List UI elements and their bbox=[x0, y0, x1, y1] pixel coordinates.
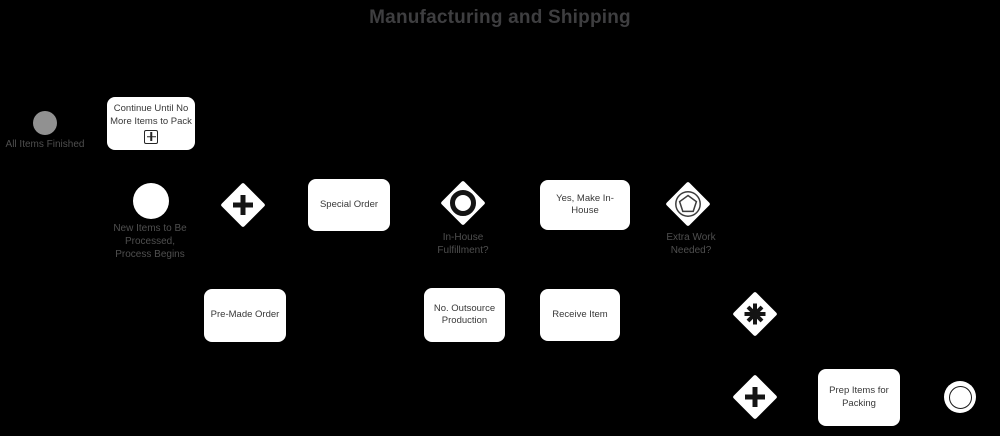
end-event-inner-ring-icon bbox=[948, 385, 972, 409]
no-outsource-production-task: No. Outsource Production bbox=[424, 288, 505, 342]
in-house-fulfillment-label: In-House Fulfillment? bbox=[437, 232, 489, 256]
special-order-task: Special Order bbox=[308, 179, 390, 231]
pre-made-order-task: Pre-Made Order bbox=[204, 289, 286, 342]
parallel-gateway-main bbox=[220, 182, 266, 228]
all-items-finished-event bbox=[33, 111, 57, 135]
pre-made-order-label: Pre-Made Order bbox=[210, 309, 280, 321]
prep-items-for-packing-label: Prep Items for Packing bbox=[829, 385, 889, 409]
special-order-label: Special Order bbox=[319, 198, 379, 210]
receive-item-label: Receive Item bbox=[552, 308, 608, 320]
parallel-gateway-packing bbox=[732, 374, 778, 420]
extra-work-needed-label: Extra Work Needed? bbox=[666, 232, 716, 256]
continue-until-no-more-subprocess: Continue Until No More Items to Pack bbox=[107, 97, 195, 150]
pentagon-in-circle-icon bbox=[675, 191, 701, 217]
new-items-start-event bbox=[133, 183, 169, 219]
all-items-finished-label: All Items Finished bbox=[5, 139, 85, 150]
yes-make-in-house-label: Yes, Make In-House bbox=[556, 192, 614, 216]
yes-make-in-house-task: Yes, Make In-House bbox=[540, 180, 630, 230]
plus-icon bbox=[745, 387, 765, 407]
new-items-start-label: New Items to Be Processed, Process Begin… bbox=[113, 223, 187, 260]
plus-icon bbox=[233, 195, 253, 215]
no-outsource-production-label: No. Outsource Production bbox=[433, 302, 496, 326]
diagram-title: Manufacturing and Shipping bbox=[369, 7, 631, 28]
prep-items-for-packing-task: Prep Items for Packing bbox=[818, 369, 900, 426]
complex-gateway bbox=[732, 291, 778, 337]
process-end-event bbox=[944, 381, 976, 413]
subprocess-expand-icon bbox=[144, 129, 158, 144]
asterisk-icon bbox=[744, 303, 766, 325]
in-house-fulfillment-gateway bbox=[440, 180, 486, 226]
receive-item-task: Receive Item bbox=[540, 289, 620, 341]
ring-icon bbox=[450, 190, 476, 216]
continue-until-no-more-label: Continue Until No More Items to Pack bbox=[110, 103, 192, 127]
extra-work-needed-gateway bbox=[665, 181, 711, 227]
